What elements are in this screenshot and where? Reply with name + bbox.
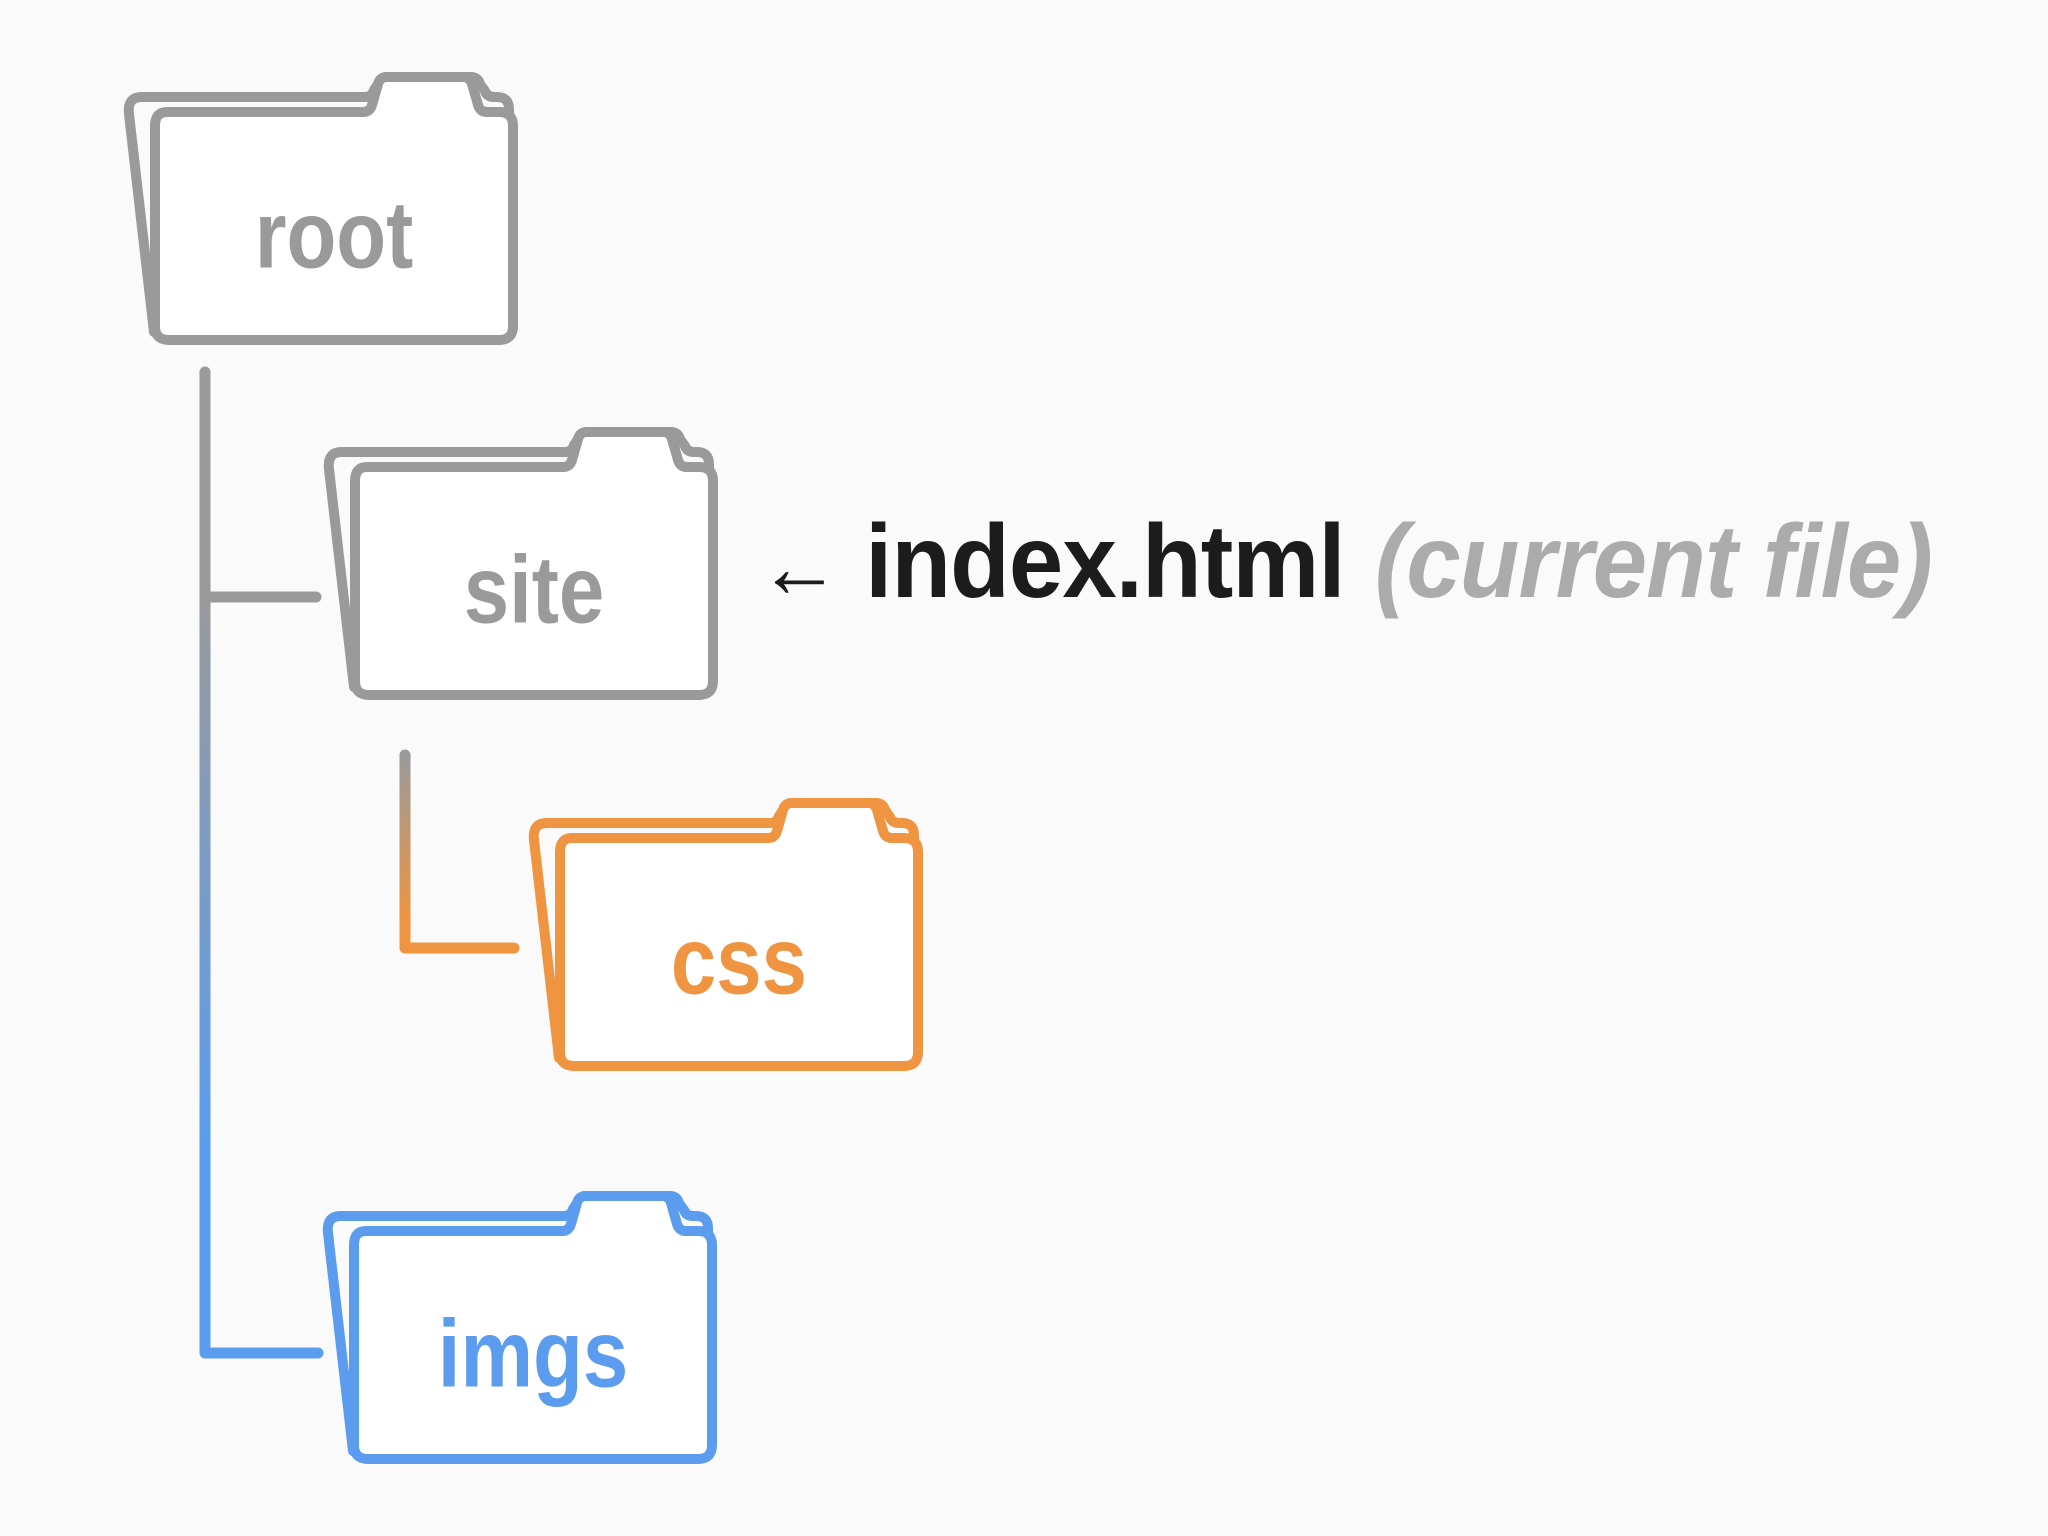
- folder-label-imgs: imgs: [438, 1299, 628, 1407]
- folder-label-site: site: [464, 535, 605, 643]
- current-file-name: index.html: [865, 504, 1345, 620]
- connector-site-to-css: [399, 749, 520, 954]
- folder-label-css: css: [671, 906, 807, 1014]
- folder-label-root: root: [255, 180, 414, 288]
- current-file-annotation: ← index.html (current file): [758, 504, 1933, 620]
- connector-root-to-imgs: [199, 366, 324, 1359]
- current-file-note: (current file): [1374, 504, 1933, 620]
- left-arrow-icon: ←: [758, 517, 841, 616]
